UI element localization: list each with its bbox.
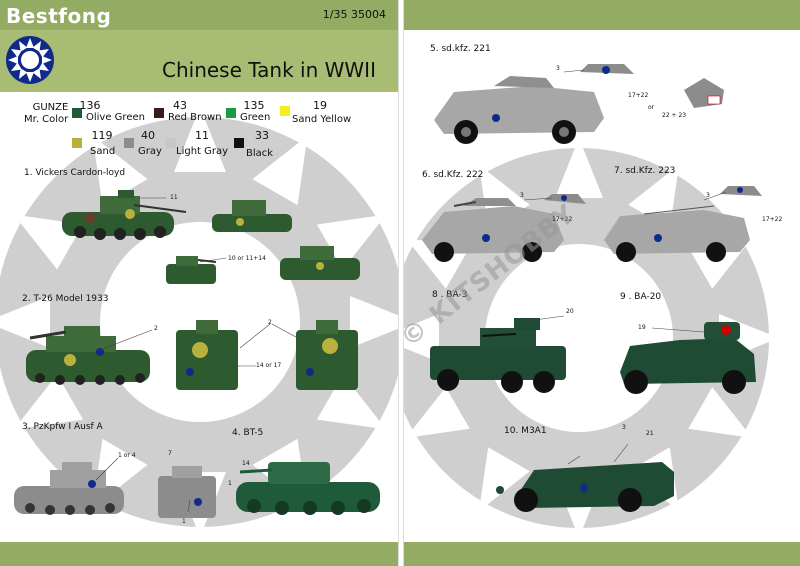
color-num-11: 11 xyxy=(195,129,209,142)
color-swatch-119 xyxy=(72,138,82,148)
bottom-bar xyxy=(0,542,398,566)
sdkfz221-turret xyxy=(684,78,724,108)
color-swatch-33 xyxy=(234,138,244,148)
color-num-19: 19 xyxy=(313,99,327,112)
pzkpfw-tank-side xyxy=(14,462,124,515)
callout-17-22c: 17+22 xyxy=(762,216,783,223)
color-swatch-136 xyxy=(72,108,82,118)
callout-1-or-4: 1 or 4 xyxy=(118,452,136,459)
callout-22-23: 22 + 23 xyxy=(662,112,687,119)
callout-19: 19 xyxy=(638,324,646,331)
vehicle-label-3: 3. PzKpfw I Ausf A xyxy=(22,422,103,432)
color-swatch-43 xyxy=(154,108,164,118)
vehicle-label-2: 2. T-26 Model 1933 xyxy=(22,294,109,304)
sdkfz223-plate xyxy=(720,186,762,196)
catalog-code: 1/35 35004 xyxy=(322,8,386,21)
color-name-136: Olive Green xyxy=(86,112,145,123)
vickers-tank-rear xyxy=(280,246,360,280)
callout-7: 7 xyxy=(168,450,172,457)
callout-3d: 3 xyxy=(622,424,626,431)
color-swatch-11 xyxy=(166,138,176,148)
emblem-background-right xyxy=(404,64,779,538)
callout-1a: 1 xyxy=(182,518,186,525)
color-name-135: Green xyxy=(240,112,271,123)
vickers-tank-front xyxy=(212,200,292,232)
callout-10-or-11: 10 or 11+14 xyxy=(228,255,266,262)
color-name-19: Sand Yellow xyxy=(292,114,352,125)
bt5-tank-side xyxy=(236,462,380,515)
sdkfz223-car xyxy=(604,205,750,262)
pzkpfw-tank-front xyxy=(158,466,216,518)
vehicle-label-8: 8 . BA-3 xyxy=(432,290,468,300)
page-title: Chinese Tank in WWII xyxy=(162,58,376,82)
t26-tank-front xyxy=(176,320,238,390)
color-num-33: 33 xyxy=(255,129,269,142)
color-name-11: Light Gray xyxy=(176,146,229,157)
gunze-line2: Mr. Color xyxy=(24,114,69,125)
callout-1b: 1 xyxy=(228,480,232,487)
callout-3c: 3 xyxy=(706,192,710,199)
callout-21: 21 xyxy=(646,430,654,437)
vehicle-label-10: 10. M3A1 xyxy=(504,426,547,436)
color-swatch-19 xyxy=(280,106,290,116)
color-num-40: 40 xyxy=(141,129,155,142)
title-bar xyxy=(0,30,398,92)
callout-11: 11 xyxy=(170,194,178,201)
color-name-119: Sand xyxy=(90,146,116,157)
callout-14: 14 xyxy=(242,460,250,467)
vehicle-label-9: 9 . BA-20 xyxy=(620,292,662,302)
callout-17-22a: 17+22 xyxy=(628,92,649,99)
callout-3b: 3 xyxy=(520,192,524,199)
color-name-40: Gray xyxy=(138,146,162,157)
gunze-label: GUNZE Mr. Color xyxy=(24,102,68,126)
ba20-car xyxy=(620,322,756,394)
color-swatch-40 xyxy=(124,138,134,148)
right-page: 5. sd.kfz. 221 6. sd.Kfz. 222 7. sd.Kfz.… xyxy=(404,0,800,566)
color-num-43: 43 xyxy=(173,99,187,112)
sdkfz221-plate xyxy=(580,64,634,74)
ba3-car xyxy=(430,318,566,393)
callout-17-22b: 17+22 xyxy=(552,216,573,223)
top-bar xyxy=(0,0,398,30)
callout-2b: 2 xyxy=(268,319,272,326)
emblem-background xyxy=(0,107,398,537)
m3a1-car xyxy=(496,462,674,512)
gunze-line1: GUNZE xyxy=(32,102,69,113)
color-name-33: Black xyxy=(246,148,274,159)
bottom-bar-right xyxy=(404,542,800,566)
color-num-136: 136 xyxy=(79,99,101,112)
callout-20: 20 xyxy=(566,308,574,315)
vehicle-label-4: 4. BT-5 xyxy=(232,428,264,438)
color-num-119: 119 xyxy=(91,129,113,142)
vehicle-label-1: 1. Vickers Cardon-loyd xyxy=(24,168,126,178)
color-name-43: Red Brown xyxy=(168,112,222,123)
callout-14-or-17: 14 or 17 xyxy=(256,362,282,369)
vehicle-label-5: 5. sd.kfz. 221 xyxy=(430,44,491,54)
vickers-tank-side xyxy=(62,190,187,240)
left-page: Bestfong 1/35 35004 Chinese Tank in WWII… xyxy=(0,0,398,566)
vehicle-label-7: 7. sd.Kfz. 223 xyxy=(614,166,676,176)
brand-logo: Bestfong xyxy=(6,4,112,28)
callout-or: or xyxy=(648,104,655,111)
sdkfz221-car xyxy=(434,76,604,144)
t26-tank-rear xyxy=(296,320,358,390)
top-bar-right xyxy=(404,0,800,30)
roc-insignia-icon xyxy=(6,36,54,84)
sdkfz222-car xyxy=(422,198,564,262)
color-swatch-135 xyxy=(226,108,236,118)
color-num-135: 135 xyxy=(243,99,265,112)
t26-tank-side xyxy=(26,326,150,385)
callout-2a: 2 xyxy=(154,325,158,332)
sdkfz222-plate xyxy=(544,194,586,204)
callout-3a: 3 xyxy=(556,65,560,72)
vehicle-label-6: 6. sd.Kfz. 222 xyxy=(422,170,484,180)
